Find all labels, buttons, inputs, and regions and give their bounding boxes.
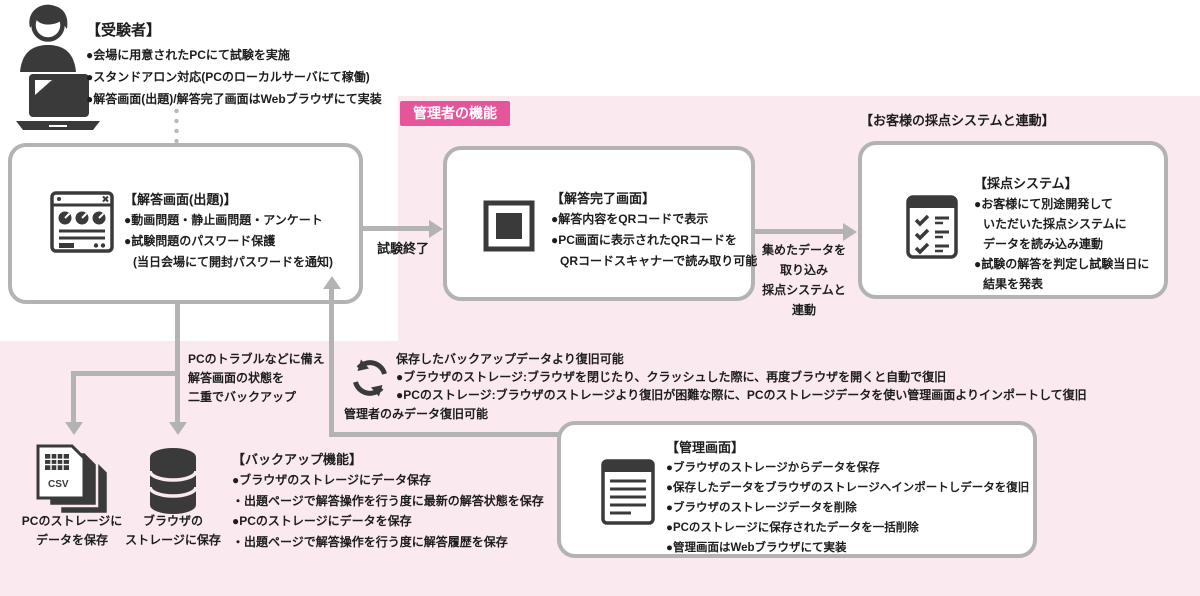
collect-label: 集めたデータを 取り込み 採点システムと 連動 bbox=[750, 240, 858, 320]
backup-feature-line: ・出題ページで解答操作を行う度に解答履歴を保存 bbox=[232, 534, 508, 549]
dotted-connector bbox=[174, 106, 179, 144]
completion-screen-box: 【解答完了画面】 ●解答内容をQRコードで表示 ●PC画面に表示されたQRコード… bbox=[443, 146, 758, 301]
backup-note-line: 二重でバックアップ bbox=[188, 390, 297, 404]
pc-storage-label: PCのストレージに データを保存 bbox=[6, 512, 138, 550]
scoring-system-box: 【採点システム】 ●お客様にて別途開発して いただいた採点システムに データを読… bbox=[858, 141, 1168, 299]
answer-screen-title: 【解答画面(出題)】 bbox=[124, 192, 237, 207]
restore-line: ●PCのストレージ:ブラウザのストレージより復旧が困難な際に、PCのストレージデ… bbox=[396, 388, 1087, 402]
collect-label-line: 取り込み bbox=[779, 263, 828, 277]
browser-storage-label-line: ストレージに保存 bbox=[125, 533, 221, 547]
completion-screen-line: ●PC画面に表示されたQRコードを bbox=[551, 233, 737, 247]
backup-feature-line: ・出題ページで解答操作を行う度に最新の解答状態を保存 bbox=[232, 493, 544, 508]
admin-screen-line: ●PCのストレージに保存されたデータを一括削除 bbox=[666, 522, 919, 534]
csv-badge: CSV bbox=[48, 479, 69, 490]
admin-screen-line: ●管理画面はWebブラウザにて実装 bbox=[666, 542, 847, 554]
csv-files-icon: CSV bbox=[36, 444, 110, 516]
answer-screen-line: (当日会場にて開封パスワードを通知) bbox=[133, 255, 333, 269]
restore-line: ●ブラウザのストレージ:ブラウザを閉じたり、クラッシュした際に、再度ブラウザを開… bbox=[396, 370, 947, 384]
answer-screen-box: 【解答画面(出題)】 ●動画問題・静止画問題・アンケート ●試験問題のパスワード… bbox=[8, 143, 363, 304]
scoring-line: ●試験の解答を判定し試験当日に bbox=[974, 257, 1150, 271]
scoring-system-title: 【採点システム】 bbox=[974, 176, 1078, 191]
backup-note-line: PCのトラブルなどに備え bbox=[188, 352, 325, 366]
backup-note: PCのトラブルなどに備え 解答画面の状態を 二重でバックアップ bbox=[188, 350, 325, 407]
restore-connector-line bbox=[329, 432, 561, 437]
admin-functions-badge: 管理者の機能 bbox=[400, 101, 510, 126]
collect-arrow-shaft bbox=[755, 229, 845, 234]
restore-line: 保存したバックアップデータより復旧可能 bbox=[396, 352, 624, 366]
admin-screen-line: ●ブラウザのストレージデータを削除 bbox=[666, 502, 857, 514]
backup-arrow-line bbox=[71, 371, 76, 424]
laptop-icon bbox=[16, 74, 100, 130]
examinee-bullet: ●会場に用意されたPCにて試験を実施 bbox=[86, 48, 290, 62]
document-icon bbox=[601, 459, 655, 525]
browser-window-icon bbox=[50, 191, 114, 253]
exam-end-label: 試験終了 bbox=[376, 241, 429, 256]
completion-screen-title: 【解答完了画面】 bbox=[551, 191, 656, 206]
backup-arrow-head bbox=[168, 422, 187, 435]
collect-label-line: 連動 bbox=[791, 303, 816, 317]
pc-storage-label-line: データを保存 bbox=[35, 533, 108, 547]
database-icon bbox=[148, 448, 198, 514]
backup-arrow-line bbox=[175, 304, 180, 424]
collect-arrow-head bbox=[843, 222, 857, 241]
examinee-bullets: ●会場に用意されたPCにて試験を実施 ●スタンドアロン対応(PCのローカルサーバ… bbox=[86, 44, 382, 110]
backup-note-line: 解答画面の状態を bbox=[188, 371, 285, 385]
browser-storage-label-line: ブラウザの bbox=[142, 514, 203, 528]
person-icon bbox=[20, 4, 76, 72]
admin-screen-title: 【管理画面】 bbox=[666, 440, 745, 455]
completion-screen-line: QRコードスキャナーで読み取り可能 bbox=[560, 254, 758, 268]
backup-branch-line bbox=[71, 371, 180, 376]
scoring-line: ●お客様にて別途開発して bbox=[974, 197, 1113, 211]
qr-code-icon bbox=[483, 200, 535, 252]
examinee-bullet: ●解答画面(出題)/解答完了画面はWebブラウザにて実装 bbox=[86, 92, 382, 106]
backup-feature: 【バックアップ機能】 ●ブラウザのストレージにデータ保存 ・出題ページで解答操作… bbox=[232, 449, 544, 552]
backup-feature-title: 【バックアップ機能】 bbox=[232, 452, 363, 467]
checklist-icon bbox=[906, 195, 958, 259]
scoring-header: 【お客様の採点システムと連動】 bbox=[860, 113, 1055, 128]
backup-feature-line: ●PCのストレージにデータを保存 bbox=[232, 514, 412, 528]
refresh-icon bbox=[353, 359, 387, 397]
admin-screen-line: ●保存したデータをブラウザのストレージへインポートしデータを復旧 bbox=[666, 482, 1030, 494]
examinee-title: 【受験者】 bbox=[86, 22, 162, 39]
completion-screen-line: ●解答内容をQRコードで表示 bbox=[551, 212, 709, 226]
examinee-bullet: ●スタンドアロン対応(PCのローカルサーバにて稼働) bbox=[86, 70, 370, 84]
exam-end-arrow-shaft bbox=[363, 226, 431, 231]
collect-label-line: 採点システムと bbox=[762, 283, 846, 297]
restore-arrow-head bbox=[322, 276, 341, 289]
answer-screen-line: ●動画問題・静止画問題・アンケート bbox=[124, 213, 323, 227]
scoring-line: 結果を発表 bbox=[983, 277, 1044, 291]
backup-arrow-head bbox=[64, 422, 83, 435]
admin-screen-line: ●ブラウザのストレージからデータを保存 bbox=[666, 462, 880, 474]
admin-screen-box: 【管理画面】 ●ブラウザのストレージからデータを保存 ●保存したデータをブラウザ… bbox=[557, 421, 1037, 558]
pc-storage-label-line: PCのストレージに bbox=[21, 514, 123, 528]
scoring-line: データを読み込み連動 bbox=[983, 237, 1104, 251]
restore-text: 保存したバックアップデータより復旧可能 ●ブラウザのストレージ:ブラウザを閉じた… bbox=[396, 350, 1087, 404]
browser-storage-label: ブラウザの ストレージに保存 bbox=[113, 512, 233, 550]
restore-arrow-line bbox=[329, 288, 334, 437]
collect-label-line: 集めたデータを bbox=[761, 243, 846, 257]
exam-end-arrow-head bbox=[429, 219, 443, 238]
admin-only-note: 管理者のみデータ復旧可能 bbox=[344, 407, 489, 421]
answer-screen-line: ●試験問題のパスワード保護 bbox=[124, 234, 276, 248]
backup-feature-line: ●ブラウザのストレージにデータ保存 bbox=[232, 473, 432, 487]
scoring-line: いただいた採点システムに bbox=[983, 217, 1127, 231]
